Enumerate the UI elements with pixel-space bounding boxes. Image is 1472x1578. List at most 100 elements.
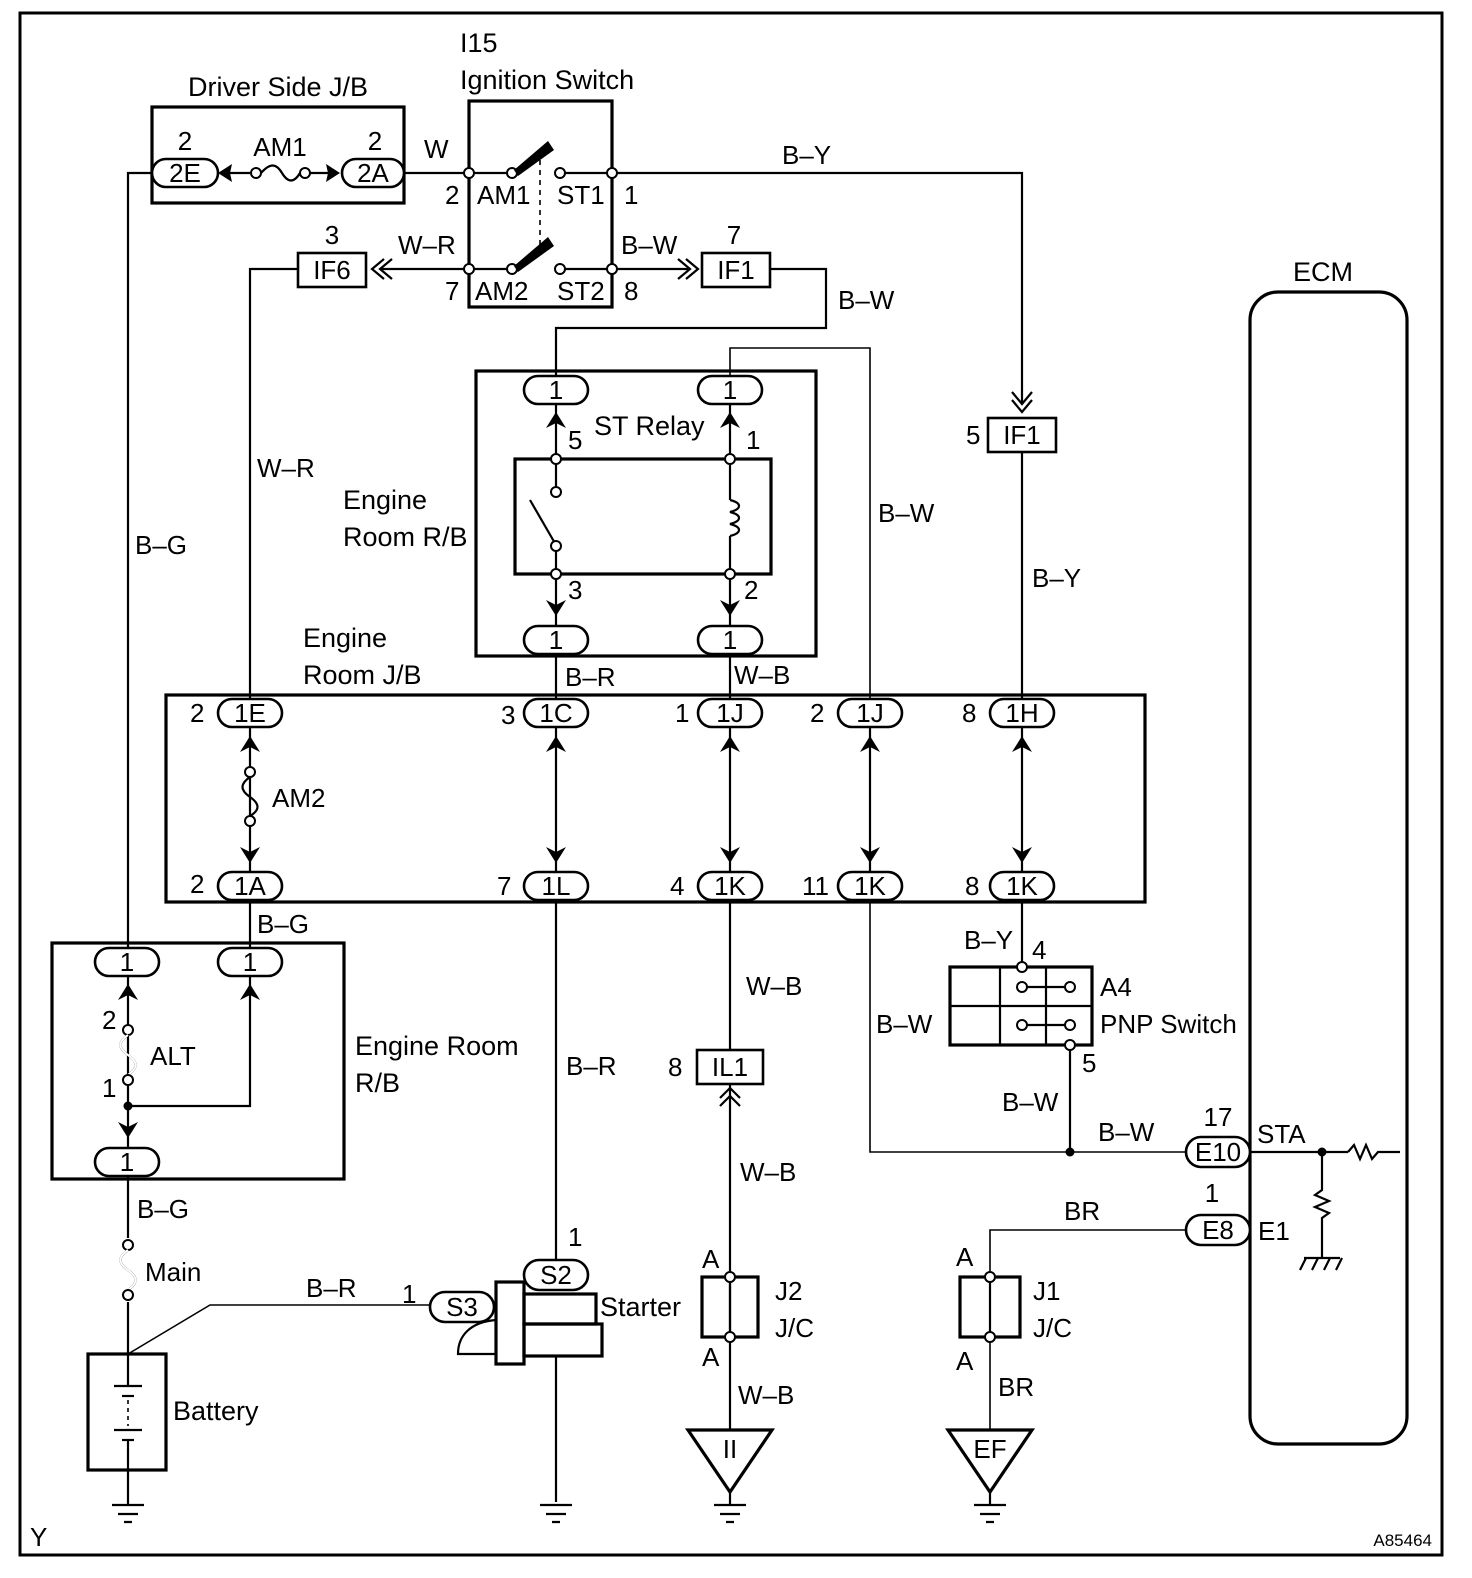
svg-text:1J: 1J <box>716 698 743 728</box>
connector-1j-b: 1J <box>836 697 904 729</box>
ecm-ground-icon <box>1299 1256 1343 1271</box>
pin-1k-c: 8 <box>965 871 979 901</box>
connector-e10: E10 <box>1184 1135 1252 1169</box>
driver-side-jb-label: Driver Side J/B <box>188 72 368 102</box>
j2-jc-contacts <box>724 1271 736 1343</box>
j2-jc-label: J/C <box>775 1313 814 1343</box>
connector-s3: S3 <box>428 1290 496 1324</box>
svg-text:1J: 1J <box>856 698 883 728</box>
pin-j2-top: A <box>702 1244 720 1274</box>
ignition-switch-contacts <box>463 141 618 275</box>
switch-st2-label: ST2 <box>557 276 605 306</box>
wire-label-bw-pnp5: B–W <box>1002 1087 1059 1117</box>
switch-st1-label: ST1 <box>557 180 605 210</box>
j2-label: J2 <box>775 1276 802 1306</box>
svg-text:1: 1 <box>549 625 563 655</box>
wire-label-br-ground: BR <box>998 1372 1034 1402</box>
svg-text:1: 1 <box>243 947 257 977</box>
j1-label: J1 <box>1033 1276 1060 1306</box>
ground-ef-icon <box>944 1428 1036 1524</box>
pin-1k-a: 4 <box>670 871 684 901</box>
alt-junction-node <box>123 1101 133 1111</box>
svg-text:1K: 1K <box>714 871 746 901</box>
ecm-box <box>1248 290 1409 1446</box>
wire-label-by-mid: B–Y <box>1032 563 1081 593</box>
svg-text:1E: 1E <box>234 698 266 728</box>
rb-connector-bottom: 1 <box>93 1146 161 1178</box>
pin-1e: 2 <box>190 698 204 728</box>
fuse-am2-label: AM2 <box>272 783 325 813</box>
svg-text:1: 1 <box>549 375 563 405</box>
pin-s2: 1 <box>568 1222 582 1252</box>
wire-label-br-s3: B–R <box>306 1273 357 1303</box>
sta-label: STA <box>1257 1119 1306 1149</box>
pnp-name-label: PNP Switch <box>1100 1009 1237 1039</box>
connector-1j-a: 1J <box>696 697 764 729</box>
wire-label-bg-1a: B–G <box>257 909 309 939</box>
pin-s3: 1 <box>402 1279 416 1309</box>
svg-text:1: 1 <box>723 375 737 405</box>
engine-room-rb2-label-2: R/B <box>355 1068 400 1098</box>
pin-relay-5: 5 <box>568 425 582 455</box>
svg-text:2A: 2A <box>357 158 389 188</box>
svg-text:1: 1 <box>120 947 134 977</box>
svg-text:IF1: IF1 <box>1003 420 1041 450</box>
pnp-switch-contacts <box>950 961 1092 1051</box>
wire-wr-down <box>248 267 298 702</box>
connector-1k-b: 1K <box>836 870 904 902</box>
corner-left-label: Y <box>30 1522 47 1552</box>
connector-il1: IL1 <box>695 1048 765 1107</box>
wire-label-br-starter: B–R <box>566 1051 617 1081</box>
svg-text:IL1: IL1 <box>712 1052 748 1082</box>
connector-1k-a: 1K <box>696 870 764 902</box>
am1-fuse-icon <box>218 164 340 182</box>
svg-text:1: 1 <box>723 625 737 655</box>
wire-bw-relay <box>554 267 828 378</box>
connector-s2: S2 <box>522 1258 590 1292</box>
pin-1j-b: 2 <box>810 698 824 728</box>
pin-j2-bottom: A <box>702 1342 720 1372</box>
pin-1j-a: 1 <box>675 698 689 728</box>
j1-jc-label: J/C <box>1033 1313 1072 1343</box>
ecm-label: ECM <box>1293 257 1353 287</box>
pin-il1: 8 <box>668 1052 682 1082</box>
svg-text:1L: 1L <box>542 871 571 901</box>
pin-if1-mid: 5 <box>966 420 980 450</box>
wire-bw-1j <box>729 347 871 702</box>
wire-label-wb-relay: W–B <box>734 660 790 690</box>
connector-1a: 1A <box>216 870 284 902</box>
connector-1k-c: 1K <box>988 870 1056 902</box>
ground-ef-label: EF <box>973 1434 1006 1464</box>
rb-connector-right-top: 1 <box>216 946 284 978</box>
engine-room-rb2-label-1: Engine Room <box>355 1031 519 1061</box>
pin-ign-8: 8 <box>624 276 638 306</box>
alt-bypass <box>128 975 252 1108</box>
pin-1a: 2 <box>190 869 204 899</box>
wire-label-w: W <box>424 134 449 164</box>
wire-label-bw-e10: B–W <box>1098 1117 1155 1147</box>
pin-e8: 1 <box>1205 1178 1219 1208</box>
fuse-alt-label: ALT <box>150 1041 196 1071</box>
battery-ground-icon <box>112 1503 144 1524</box>
relay-connector-1: 1 <box>696 374 764 406</box>
connector-e8: E8 <box>1184 1213 1252 1247</box>
pin-pnp-4: 4 <box>1032 935 1046 965</box>
pin-alt-2: 2 <box>102 1005 116 1035</box>
pin-ign-7: 7 <box>445 276 459 306</box>
wire-label-br-e8: BR <box>1064 1196 1100 1226</box>
wire-label-by-pnp: B–Y <box>964 925 1013 955</box>
pin-alt-1: 1 <box>102 1073 116 1103</box>
relay-connector-3: 1 <box>522 624 590 656</box>
wire-label-bw-right: B–W <box>838 285 895 315</box>
wire-label-br-relay: B–R <box>565 662 616 692</box>
engine-room-jb-box <box>164 693 1147 904</box>
switch-am2-label: AM2 <box>475 276 528 306</box>
connector-if6: IF6 <box>296 251 393 289</box>
st-relay-label: ST Relay <box>594 411 705 441</box>
connector-1e: 1E <box>216 697 284 729</box>
main-fuse-icon <box>119 1238 137 1302</box>
pin-2e: 2 <box>178 126 192 156</box>
wire-label-wb-ground: W–B <box>738 1380 794 1410</box>
pin-ign-2: 2 <box>445 180 459 210</box>
